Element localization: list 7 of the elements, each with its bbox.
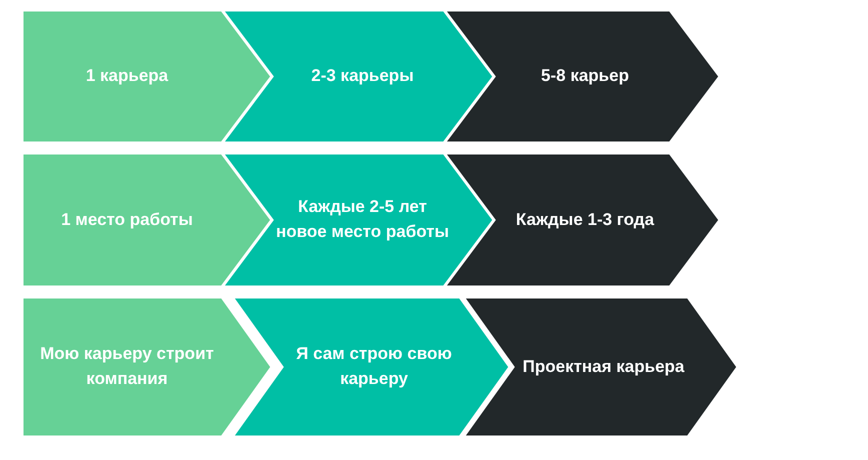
chevron-label: Я сам строю свою карьеру	[295, 343, 453, 390]
chevron-label: 2-3 карьеры	[311, 65, 414, 88]
chevron-label: 5-8 карьер	[541, 65, 629, 88]
chevron-label: Проектная карьера	[522, 356, 684, 378]
chevron-label: Каждые 2-5 лет новое место работы	[274, 196, 450, 243]
chevron-label: Мою карьеру строит компания	[39, 343, 215, 390]
chevron-label: Каждые 1-3 года	[516, 208, 654, 231]
